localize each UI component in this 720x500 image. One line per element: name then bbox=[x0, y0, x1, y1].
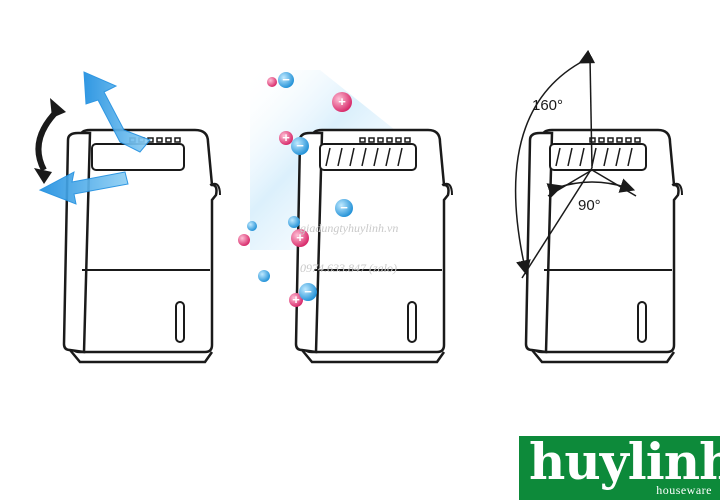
svg-text:−: − bbox=[340, 200, 348, 215]
svg-text:+: + bbox=[338, 94, 346, 109]
vertical-angle-label: 160° bbox=[532, 97, 563, 114]
positive-ion: + bbox=[289, 292, 303, 307]
watermark: giadungtyhuylinh.vn 0974.633.847 (zalo) bbox=[300, 221, 398, 275]
horizontal-90-arc bbox=[546, 178, 636, 198]
positive-ion bbox=[238, 234, 250, 246]
ion-particles: −++−−++− bbox=[238, 72, 353, 307]
positive-ion: + bbox=[291, 229, 309, 247]
angle-indicators: 160° 90° bbox=[514, 49, 637, 279]
svg-text:−: − bbox=[282, 72, 290, 87]
unit-2-louvers bbox=[325, 147, 403, 167]
watermark-site: giadungtyhuylinh.vn bbox=[300, 221, 398, 235]
swing-airflow-arrows bbox=[34, 71, 151, 205]
positive-ion bbox=[267, 77, 277, 87]
swing-curved-arrow bbox=[35, 107, 61, 172]
airflow-down-arrow bbox=[38, 171, 129, 205]
svg-text:−: − bbox=[296, 138, 304, 153]
negative-ion bbox=[258, 270, 270, 282]
negative-ion bbox=[288, 216, 300, 228]
airflow-up-arrow bbox=[83, 71, 151, 153]
svg-text:+: + bbox=[296, 230, 304, 245]
logo-brand: huylinh bbox=[529, 432, 720, 491]
air-cooler-unit-1 bbox=[62, 128, 221, 364]
logo-subtitle: houseware bbox=[656, 483, 712, 497]
positive-ion: + bbox=[332, 92, 352, 112]
negative-ion: − bbox=[299, 283, 317, 301]
vertical-160-arc bbox=[514, 49, 596, 276]
negative-ion: − bbox=[278, 72, 294, 88]
svg-text:+: + bbox=[292, 292, 300, 307]
negative-ion bbox=[247, 221, 257, 231]
huylinh-logo: huylinh houseware bbox=[519, 432, 720, 500]
negative-ion: − bbox=[335, 199, 353, 217]
horizontal-angle-label: 90° bbox=[578, 197, 601, 214]
positive-ion: + bbox=[279, 130, 293, 145]
svg-text:+: + bbox=[282, 130, 290, 145]
svg-text:−: − bbox=[304, 284, 312, 299]
air-cooler-unit-2 bbox=[294, 128, 453, 364]
watermark-phone: 0974.633.847 (zalo) bbox=[300, 261, 397, 275]
negative-ion: − bbox=[291, 137, 309, 155]
air-cooler-unit-3 bbox=[524, 128, 683, 364]
